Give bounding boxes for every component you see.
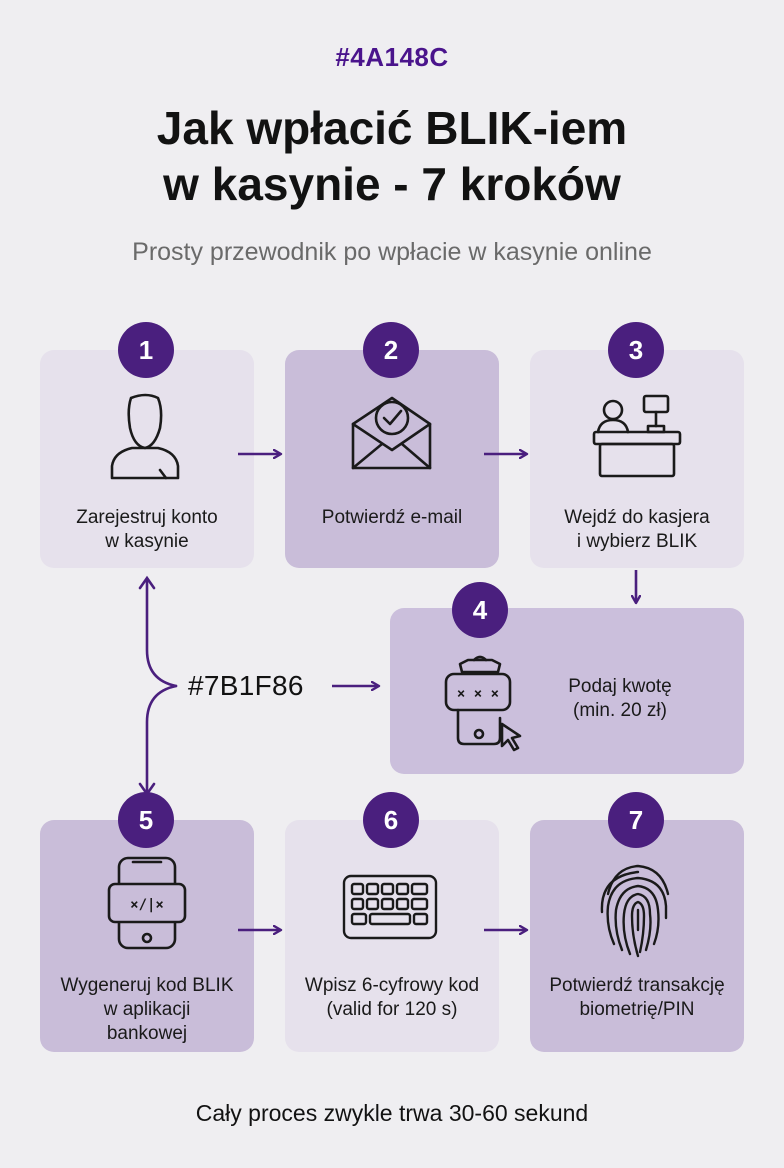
step-card-2 (285, 350, 499, 568)
center-color-label: #7B1F86 (188, 670, 304, 701)
step-badge-5: 5 (118, 792, 174, 848)
step-4-line-2: (min. 20 zł) (573, 700, 667, 721)
keyboard-icon (342, 874, 438, 940)
envelope-check-icon (351, 396, 432, 470)
step-card-1 (40, 350, 254, 568)
svg-text:× × ×: × × × (457, 686, 499, 702)
phone-code-icon: ×/|× (107, 856, 187, 950)
step-text-3: Wejdź do kasjera i wybierz BLIK (530, 506, 744, 554)
step-2-line-1: Potwierdź e-mail (321, 507, 463, 528)
cashier-icon (592, 394, 682, 478)
step-text-5: Wygeneruj kod BLIK w aplikacji bankowej (40, 974, 254, 1046)
step-badge-4: 4 (452, 582, 508, 638)
step-5-line-3: bankowej (106, 1023, 188, 1044)
fingerprint-icon (600, 864, 670, 958)
step-badge-7: 7 (608, 792, 664, 848)
page-title: Jak wpłacić BLIK-iem w kasynie - 7 krokó… (0, 100, 784, 212)
svg-text:×/|×: ×/|× (130, 897, 164, 913)
step-card-6 (285, 820, 499, 1052)
step-badge-3: 3 (608, 322, 664, 378)
step-badge-6: 6 (363, 792, 419, 848)
step-5-line-2: w aplikacji (103, 999, 191, 1020)
step-5-line-1: Wygeneruj kod BLIK (60, 975, 234, 996)
step-text-1: Zarejestruj konto w kasynie (40, 506, 254, 554)
step-card-7 (530, 820, 744, 1052)
step-card-4 (390, 608, 744, 774)
step-text-2: Potwierdź e-mail (285, 506, 499, 530)
step-4-line-1: Podaj kwotę (568, 676, 672, 697)
step-3-line-2: i wybierz BLIK (576, 531, 698, 552)
money-bag-phone-icon: × × × (444, 655, 522, 752)
step-text-4: Podaj kwotę (min. 20 zł) (530, 675, 710, 723)
step-6-line-1: Wpisz 6-cyfrowy kod (304, 975, 480, 996)
title-line-1: Jak wpłacić BLIK-iem (156, 102, 628, 154)
step-text-7: Potwierdź transakcję biometrię/PIN (530, 974, 744, 1022)
left-bracket-connector (138, 575, 178, 797)
step-6-line-2: (valid for 120 s) (326, 999, 458, 1020)
step-badge-2: 2 (363, 322, 419, 378)
title-line-2: w kasynie - 7 kroków (163, 158, 621, 210)
step-1-line-1: Zarejestruj konto (76, 507, 218, 528)
step-3-line-1: Wejdź do kasjera (564, 507, 710, 528)
page-subtitle: Prosty przewodnik po wpłacie w kasynie o… (132, 238, 652, 266)
step-1-line-2: w kasynie (105, 531, 189, 552)
step-7-line-2: biometrię/PIN (579, 999, 695, 1020)
footer-note: Cały proces zwykle trwa 30-60 sekund (195, 1100, 589, 1126)
step-badge-1: 1 (118, 322, 174, 378)
step-7-line-1: Potwierdź transakcję (549, 975, 725, 996)
user-icon (110, 393, 180, 480)
header-tag: #4A148C (335, 42, 449, 72)
step-card-3 (530, 350, 744, 568)
step-text-6: Wpisz 6-cyfrowy kod (valid for 120 s) (285, 974, 499, 1022)
